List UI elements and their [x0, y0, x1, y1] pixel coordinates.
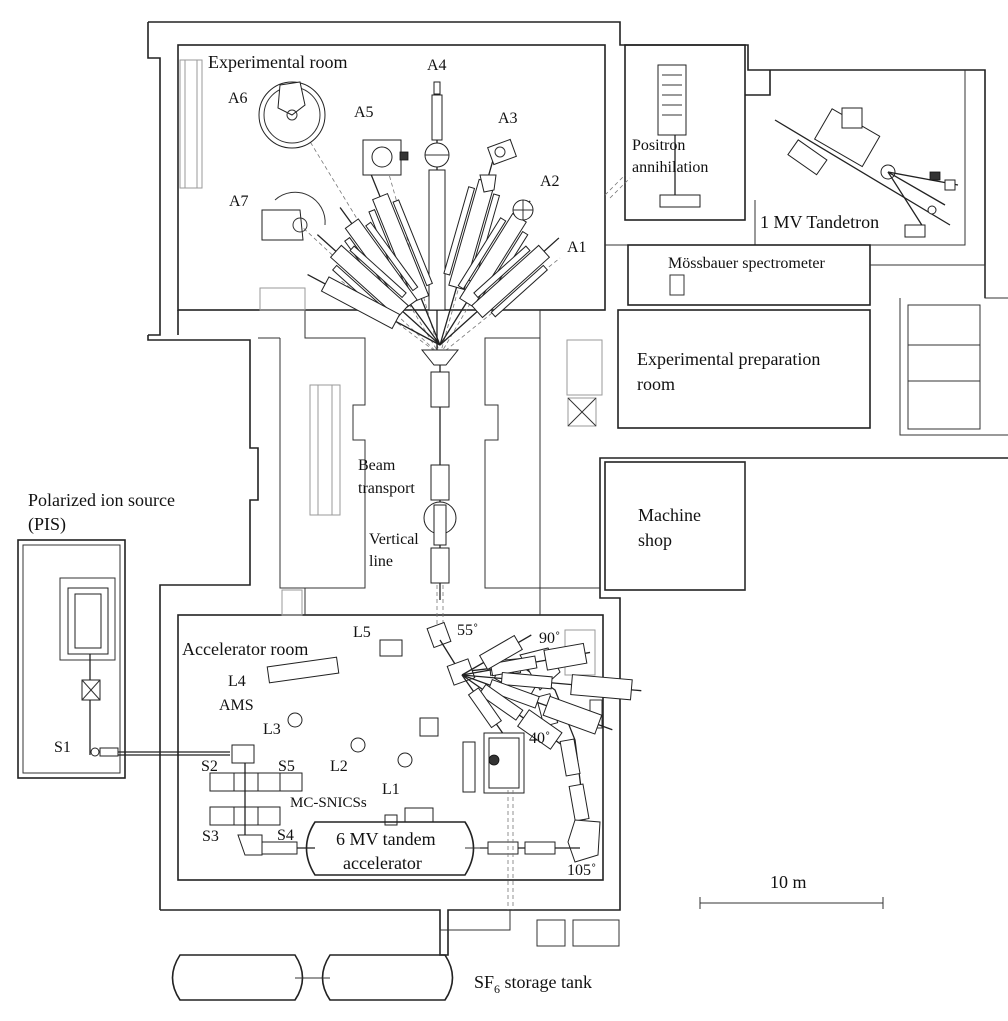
tandetron-label: 1 MV Tandetron — [760, 212, 879, 232]
angle-55: 55˚ — [457, 622, 478, 639]
label-ams: AMS — [219, 697, 254, 714]
accelerator-equipment — [118, 621, 642, 910]
sf6-storage-tanks — [171, 910, 511, 1001]
beam-transport-label-1: Beam — [358, 457, 396, 474]
pis-room — [17, 539, 126, 779]
label-s1: S1 — [54, 739, 71, 756]
positron-room — [624, 44, 746, 221]
accelerator-room-label: Accelerator room — [182, 639, 308, 659]
scale-bar-label: 10 m — [770, 872, 807, 892]
pis-label-1: Polarized ion source — [28, 490, 175, 510]
tandem-label-1: 6 MV tandem — [336, 829, 436, 849]
label-l1: L1 — [382, 781, 400, 798]
label-s3: S3 — [202, 828, 219, 845]
label-a3: A3 — [498, 110, 518, 127]
label-l2: L2 — [330, 758, 348, 775]
label-a4: A4 — [427, 57, 447, 74]
label-a6: A6 — [228, 90, 248, 107]
prep-room-label-2: room — [637, 374, 675, 394]
right-wing-equipment — [657, 64, 959, 296]
pis-label-2: (PIS) — [28, 514, 66, 535]
label-s2: S2 — [201, 758, 218, 775]
machine-shop-label-1: Machine — [638, 505, 701, 525]
label-a2: A2 — [540, 173, 560, 190]
angle-90: 90˚ — [539, 630, 560, 647]
label-a7: A7 — [229, 193, 249, 210]
scale-bar — [699, 897, 884, 909]
beam-transport-label-2: transport — [358, 480, 415, 497]
mossbauer-room — [627, 244, 871, 306]
prep-room-label-1: Experimental preparation — [637, 349, 820, 369]
pis-equipment — [67, 587, 119, 757]
label-l3: L3 — [263, 721, 281, 738]
machine-shop — [604, 461, 746, 591]
accelerator-room — [177, 614, 604, 881]
tandem-label-2: accelerator — [343, 853, 422, 873]
vertical-line-label-2: line — [369, 553, 393, 570]
experimental-beamlines — [258, 81, 561, 600]
angle-105: 105˚ — [567, 862, 596, 879]
label-s4: S4 — [277, 827, 294, 844]
label-a1: A1 — [567, 239, 587, 256]
experimental-room-label: Experimental room — [208, 52, 347, 72]
tandem-accelerator-tank — [305, 821, 475, 876]
switching-magnet — [420, 349, 460, 366]
label-s5: S5 — [278, 758, 295, 775]
label-l5: L5 — [353, 624, 371, 641]
vertical-line-equipment — [423, 371, 457, 625]
label-a5: A5 — [354, 104, 374, 121]
machine-shop-label-2: shop — [638, 530, 672, 550]
positron-label-2: annihilation — [632, 159, 708, 176]
angle-40: 40˚ — [529, 730, 550, 747]
sf6-label: SF6 storage tank — [474, 972, 592, 996]
vertical-line-label-1: Vertical — [369, 531, 419, 548]
mossbauer-label: Mössbauer spectrometer — [668, 255, 826, 272]
label-mc-snics: MC-SNICSs — [290, 795, 367, 811]
preparation-room — [617, 309, 871, 429]
positron-label-1: Positron — [632, 137, 685, 154]
label-l4: L4 — [228, 673, 246, 690]
